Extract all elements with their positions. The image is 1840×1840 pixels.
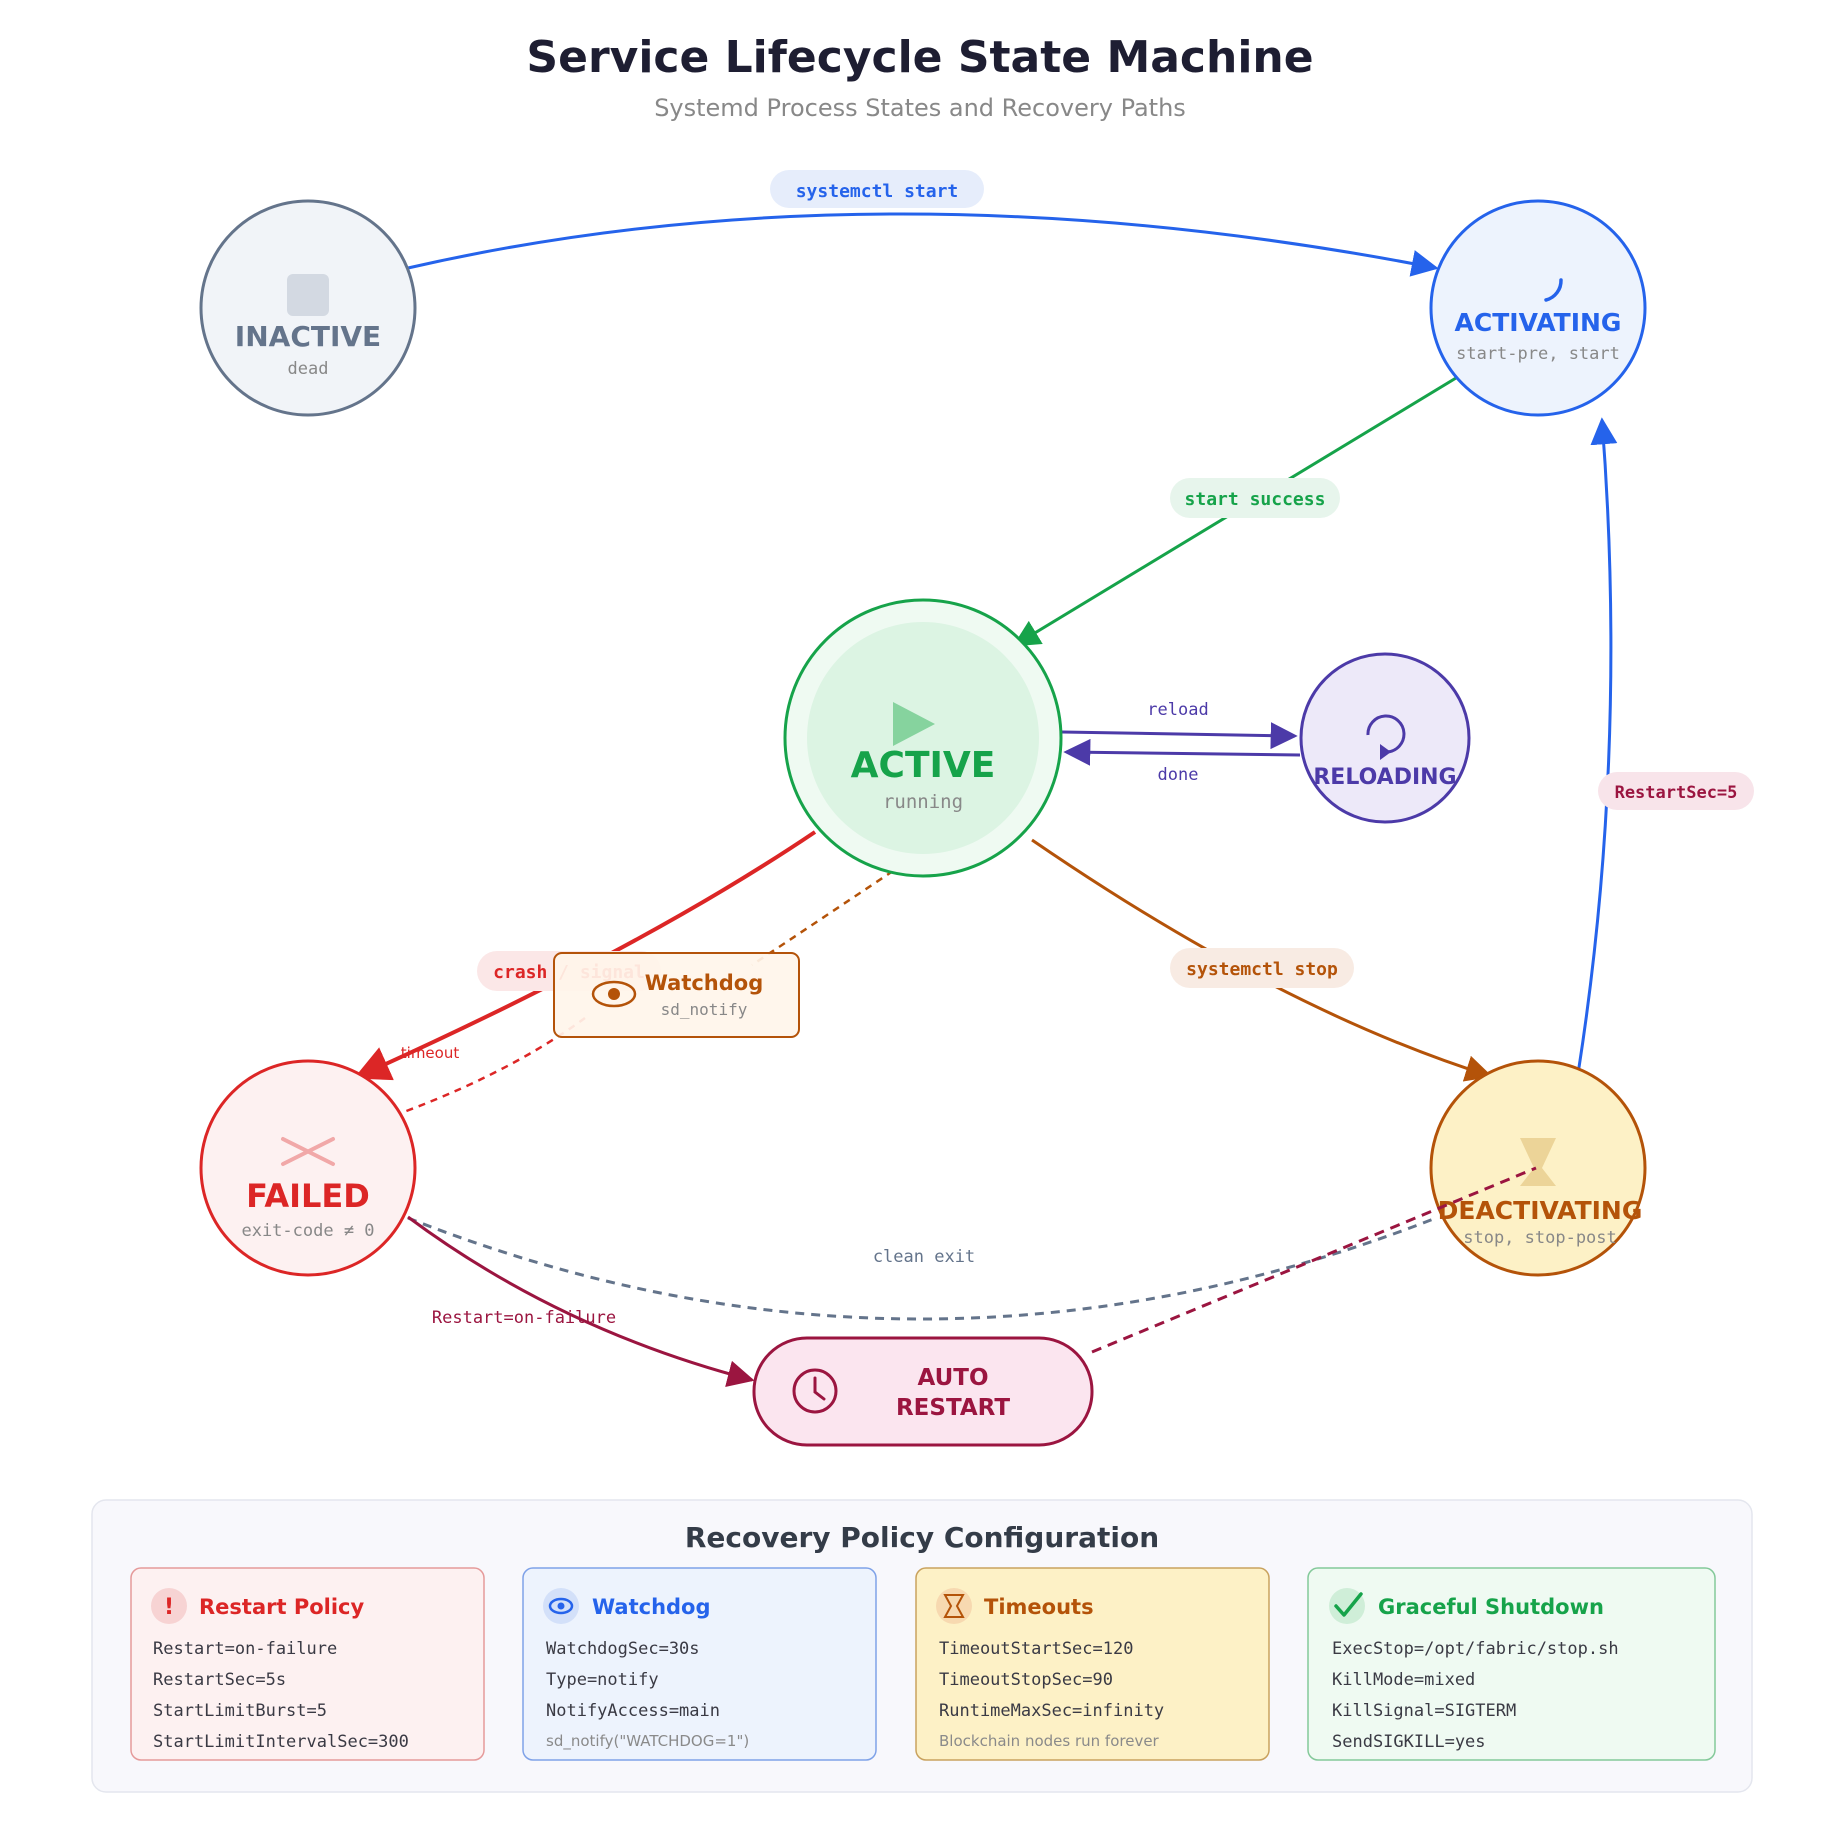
policy-line: RestartSec=5s	[153, 1670, 286, 1690]
policy-line: KillSignal=SIGTERM	[1332, 1701, 1516, 1721]
label-bg-systemctl-start	[770, 170, 984, 208]
edge-clean-exit	[407, 1216, 1437, 1321]
state-auto-restart-label-line2: RESTART	[896, 1395, 1010, 1421]
edge-reload	[1061, 722, 1298, 750]
state-inactive-label: INACTIVE	[235, 320, 381, 353]
eye-icon-pupil	[557, 1602, 565, 1610]
state-deactivating-sub: stop, stop-post	[1463, 1228, 1617, 1248]
eye-icon-outline	[548, 1597, 574, 1615]
eye-icon	[591, 980, 637, 1008]
label-bg-systemctl-stop	[1170, 948, 1354, 988]
watchdog-box-label: Watchdog	[645, 971, 764, 995]
watchdog-box: Watchdog sd_notify	[553, 952, 800, 1038]
state-auto-restart: AUTO RESTART	[752, 1336, 1094, 1447]
label-clean-exit: clean exit	[873, 1247, 975, 1267]
state-activating-sub: start-pre, start	[1456, 344, 1620, 364]
label-bg-start-success	[1170, 478, 1340, 518]
eye-icon-pupil	[608, 988, 620, 1000]
policy-line: RuntimeMaxSec=infinity	[939, 1701, 1164, 1721]
policy-line: SendSIGKILL=yes	[1332, 1732, 1486, 1752]
policy-line: KillMode=mixed	[1332, 1670, 1475, 1690]
edge-done	[1063, 738, 1301, 766]
label-start-success: start success	[1185, 489, 1326, 510]
policy-card-restart: ! Restart Policy Restart=on-failure Rest…	[130, 1567, 485, 1761]
policy-line: Type=notify	[546, 1670, 659, 1690]
policy-card-restart-title: Restart Policy	[199, 1595, 364, 1619]
play-icon	[893, 702, 935, 746]
edge-auto-restart-deactivating	[1091, 1166, 1537, 1354]
label-timeout: timeout	[401, 1044, 460, 1062]
policy-card-graceful-shutdown-title: Graceful Shutdown	[1378, 1595, 1604, 1619]
hourglass-icon	[1520, 1138, 1556, 1186]
state-activating-label: ACTIVATING	[1455, 308, 1622, 337]
state-failed-label: FAILED	[246, 1177, 370, 1215]
state-active: ACTIVE running	[783, 598, 1063, 878]
policy-line: Restart=on-failure	[153, 1639, 337, 1659]
label-reload: reload	[1147, 700, 1208, 720]
policy-line: TimeoutStopSec=90	[939, 1670, 1113, 1690]
edge-systemctl-start	[407, 212, 1439, 277]
state-auto-restart-label-line1: AUTO	[917, 1365, 988, 1391]
policy-line: ExecStop=/opt/fabric/stop.sh	[1332, 1639, 1619, 1659]
policy-card-graceful-shutdown: Graceful Shutdown ExecStop=/opt/fabric/s…	[1307, 1567, 1716, 1761]
hourglass-icon	[936, 1588, 972, 1624]
clock-icon-hands	[813, 1376, 826, 1401]
label-restart-sec: RestartSec=5	[1615, 783, 1738, 803]
reload-icon-arrowhead	[1380, 744, 1391, 760]
reload-icon	[1366, 714, 1406, 754]
state-deactivating-label: DEACTIVATING	[1438, 1196, 1643, 1225]
state-reloading-label: RELOADING	[1313, 765, 1456, 790]
stop-square-icon	[287, 274, 329, 316]
label-systemctl-start: systemctl start	[796, 181, 959, 202]
cross-icon	[281, 1137, 335, 1166]
diagram-title: Service Lifecycle State Machine	[526, 32, 1313, 83]
policy-card-timeouts-title: Timeouts	[984, 1595, 1094, 1619]
state-activating: ACTIVATING start-pre, start	[1429, 199, 1647, 417]
exclamation-icon	[151, 1588, 187, 1624]
diagram-subtitle: Systemd Process States and Recovery Path…	[654, 94, 1186, 122]
checkmark-icon	[1329, 1588, 1365, 1624]
edge-watchdog-link	[751, 869, 894, 967]
policy-note: sd_notify("WATCHDOG=1")	[546, 1732, 749, 1751]
spinner-icon	[1544, 278, 1563, 302]
state-inactive: INACTIVE dead	[199, 199, 417, 417]
policy-card-watchdog: Watchdog WatchdogSec=30s Type=notify Not…	[522, 1567, 877, 1761]
policy-card-timeouts: Timeouts TimeoutStartSec=120 TimeoutStop…	[915, 1567, 1270, 1761]
policy-line: NotifyAccess=main	[546, 1701, 720, 1721]
label-restart-on-failure: Restart=on-failure	[432, 1308, 616, 1328]
policy-line: StartLimitBurst=5	[153, 1701, 327, 1721]
panel-title: Recovery Policy Configuration	[685, 1521, 1159, 1554]
label-systemctl-stop: systemctl stop	[1186, 959, 1338, 980]
policy-line: TimeoutStartSec=120	[939, 1639, 1133, 1659]
label-done: done	[1158, 765, 1199, 785]
checkmark-icon-tick	[1334, 1592, 1363, 1617]
state-active-sub: running	[883, 791, 963, 813]
watchdog-box-sub: sd_notify	[661, 1000, 748, 1019]
edge-watchdog-timeout	[367, 1016, 586, 1129]
recovery-policy-panel: Recovery Policy Configuration ! Restart …	[91, 1499, 1753, 1793]
state-inactive-sub: dead	[288, 359, 329, 379]
hourglass-icon-shape	[943, 1594, 965, 1618]
state-active-label: ACTIVE	[851, 745, 996, 786]
policy-card-watchdog-title: Watchdog	[592, 1595, 711, 1619]
policy-note: Blockchain nodes run forever	[939, 1732, 1160, 1750]
state-failed: FAILED exit-code ≠ 0	[199, 1059, 417, 1277]
state-deactivating: DEACTIVATING stop, stop-post	[1429, 1059, 1647, 1277]
edge-restart-on-failure	[407, 1215, 755, 1387]
label-bg-restart-sec	[1598, 772, 1754, 810]
state-failed-sub: exit-code ≠ 0	[241, 1221, 374, 1241]
edge-restart-sec	[1568, 417, 1618, 1123]
policy-line: StartLimitIntervalSec=300	[153, 1732, 409, 1752]
policy-line: WatchdogSec=30s	[546, 1639, 700, 1659]
state-reloading: RELOADING	[1299, 652, 1471, 824]
clock-icon	[792, 1368, 838, 1414]
exclamation-icon-glyph: !	[164, 1595, 174, 1620]
